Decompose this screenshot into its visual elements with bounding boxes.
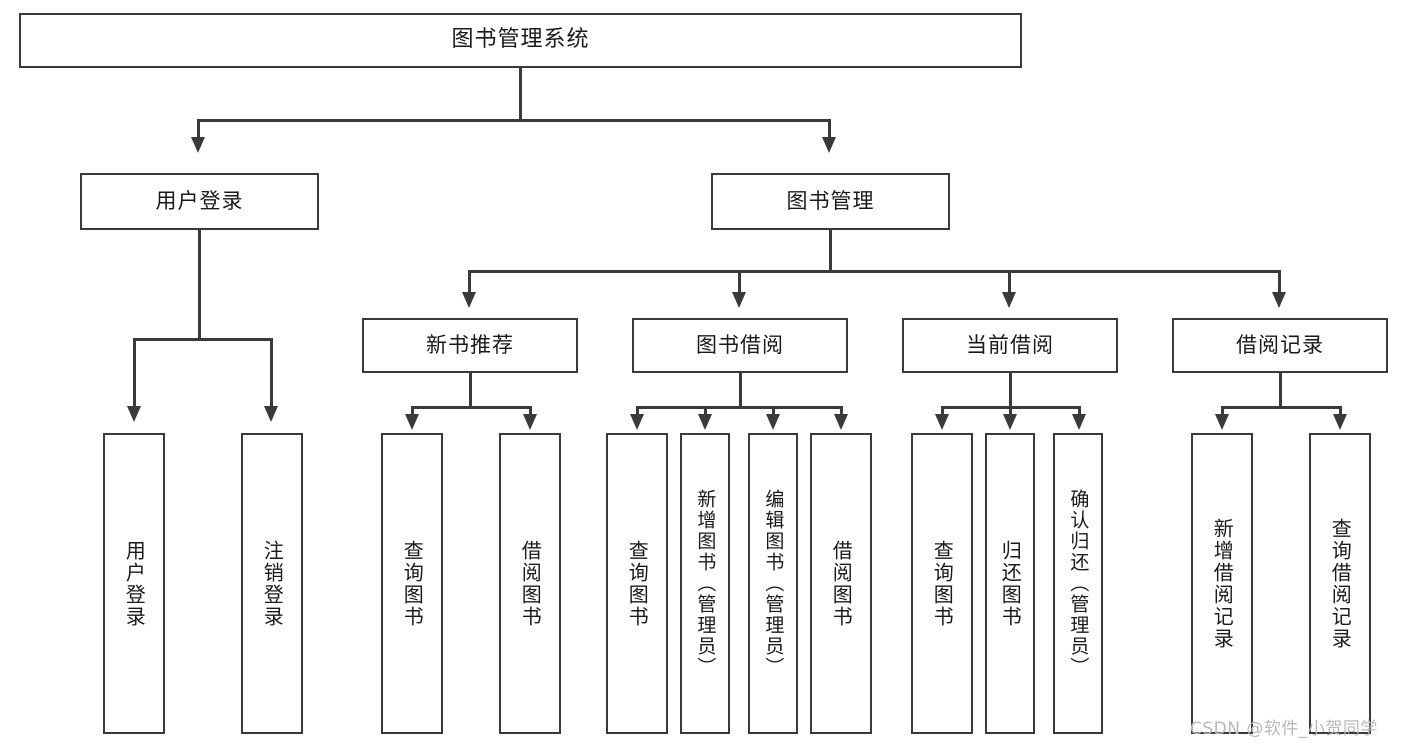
node-book-borrow[interactable]: 图书借阅 (632, 318, 848, 373)
arrow-bb-to-add-book (698, 414, 712, 430)
node-label: 新增图书（管理员） (694, 489, 717, 678)
arrow-br-to-add-record (1215, 414, 1229, 430)
arrow-cb-to-confirm-return (1072, 414, 1086, 430)
node-label: 查询图书 (400, 539, 425, 628)
connector-bb-drop-1 (636, 406, 639, 418)
connector-root-to-user-login (197, 119, 200, 141)
connector-cb-drop-1 (941, 406, 944, 418)
arrow-root-to-user-login (191, 137, 205, 153)
node-new-book-recommend[interactable]: 新书推荐 (362, 318, 578, 373)
arrow-user-login-to-logout (264, 406, 278, 422)
connector-bm-drop-3 (1008, 270, 1011, 296)
connector-bb-bus (636, 406, 842, 409)
arrow-nbr-to-borrow-book (523, 414, 537, 430)
leaf-cb-confirm-return[interactable]: 确认归还（管理员） (1053, 433, 1103, 734)
leaf-bb-edit-book[interactable]: 编辑图书（管理员） (748, 433, 798, 734)
connector-root-to-book-management (828, 119, 831, 141)
csdn-watermark: CSDN @软件_小贺同学 (1190, 719, 1378, 739)
connector-user-login-bus (133, 338, 272, 341)
arrow-bb-to-query-book (630, 414, 644, 430)
node-label: 注销登录 (260, 539, 285, 628)
node-label: 新书推荐 (426, 332, 514, 357)
connector-bm-drop-1 (468, 270, 471, 296)
arrow-bm-to-current-borrow (1002, 292, 1016, 308)
arrow-bm-to-borrow-record (1272, 292, 1286, 308)
node-label: 查询图书 (930, 539, 955, 628)
connector-bb-drop-4 (840, 406, 843, 418)
node-label: 查询图书 (625, 539, 650, 628)
node-label: 借阅图书 (518, 539, 543, 628)
connector-user-login-drop-1 (133, 338, 136, 410)
node-root-book-management-system[interactable]: 图书管理系统 (19, 13, 1022, 68)
connector-bm-drop-2 (738, 270, 741, 296)
node-label: 用户登录 (122, 539, 147, 628)
connector-nbr-stem (469, 373, 472, 408)
arrow-root-to-book-management (822, 137, 836, 153)
node-label: 查询借阅记录 (1328, 517, 1353, 650)
connector-user-login-stem (198, 230, 201, 340)
connector-root-stem (519, 68, 522, 121)
arrow-bb-to-edit-book (766, 414, 780, 430)
connector-br-drop-2 (1339, 406, 1342, 418)
leaf-bb-query-book[interactable]: 查询图书 (606, 433, 668, 734)
node-label: 图书借阅 (696, 332, 784, 357)
node-label: 借阅图书 (829, 539, 854, 628)
connector-cb-drop-3 (1078, 406, 1081, 418)
node-label: 编辑图书（管理员） (762, 489, 785, 678)
connector-bm-drop-4 (1278, 270, 1281, 296)
connector-bb-drop-2 (704, 406, 707, 418)
node-label: 用户登录 (155, 188, 244, 213)
arrow-br-to-query-record (1333, 414, 1347, 430)
arrow-nbr-to-query-book (405, 414, 419, 430)
arrow-cb-to-return-book (1003, 414, 1017, 430)
connector-cb-drop-2 (1009, 406, 1012, 418)
leaf-cb-query-book[interactable]: 查询图书 (911, 433, 973, 734)
connector-user-login-drop-2 (270, 338, 273, 410)
connector-nbr-drop-2 (529, 406, 532, 418)
connector-book-management-bus (468, 270, 1280, 273)
node-borrow-record[interactable]: 借阅记录 (1172, 318, 1388, 373)
node-label: 借阅记录 (1236, 332, 1324, 357)
connector-br-drop-1 (1221, 406, 1224, 418)
leaf-br-query-record[interactable]: 查询借阅记录 (1309, 433, 1371, 734)
connector-nbr-bus (411, 406, 531, 409)
node-label: 当前借阅 (966, 332, 1054, 357)
node-label: 图书管理系统 (451, 27, 590, 53)
arrow-cb-to-query-book (935, 414, 949, 430)
node-label: 确认归还（管理员） (1067, 489, 1090, 678)
node-book-management[interactable]: 图书管理 (711, 173, 950, 230)
node-current-borrow[interactable]: 当前借阅 (902, 318, 1118, 373)
arrow-user-login-to-login (127, 406, 141, 422)
connector-br-bus (1221, 406, 1341, 409)
leaf-bb-add-book[interactable]: 新增图书（管理员） (680, 433, 730, 734)
connector-bb-drop-3 (772, 406, 775, 418)
leaf-user-login[interactable]: 用户登录 (103, 433, 165, 734)
node-label: 图书管理 (786, 188, 875, 213)
leaf-cb-return-book[interactable]: 归还图书 (985, 433, 1035, 734)
leaf-br-add-record[interactable]: 新增借阅记录 (1191, 433, 1253, 734)
connector-bb-stem (739, 373, 742, 408)
node-user-login[interactable]: 用户登录 (80, 173, 319, 230)
leaf-user-logout[interactable]: 注销登录 (241, 433, 303, 734)
leaf-nbr-borrow-book[interactable]: 借阅图书 (499, 433, 561, 734)
leaf-bb-borrow-book[interactable]: 借阅图书 (810, 433, 872, 734)
arrow-bm-to-new-book-recommend (462, 292, 476, 308)
connector-br-stem (1279, 373, 1282, 408)
connector-book-management-stem (829, 230, 832, 272)
connector-root-bus (197, 119, 830, 122)
connector-nbr-drop-1 (411, 406, 414, 418)
node-label: 新增借阅记录 (1210, 517, 1235, 650)
connector-cb-stem (1009, 373, 1012, 408)
leaf-nbr-query-book[interactable]: 查询图书 (381, 433, 443, 734)
arrow-bb-to-borrow-book (834, 414, 848, 430)
arrow-bm-to-book-borrow (732, 292, 746, 308)
node-label: 归还图书 (998, 539, 1023, 628)
